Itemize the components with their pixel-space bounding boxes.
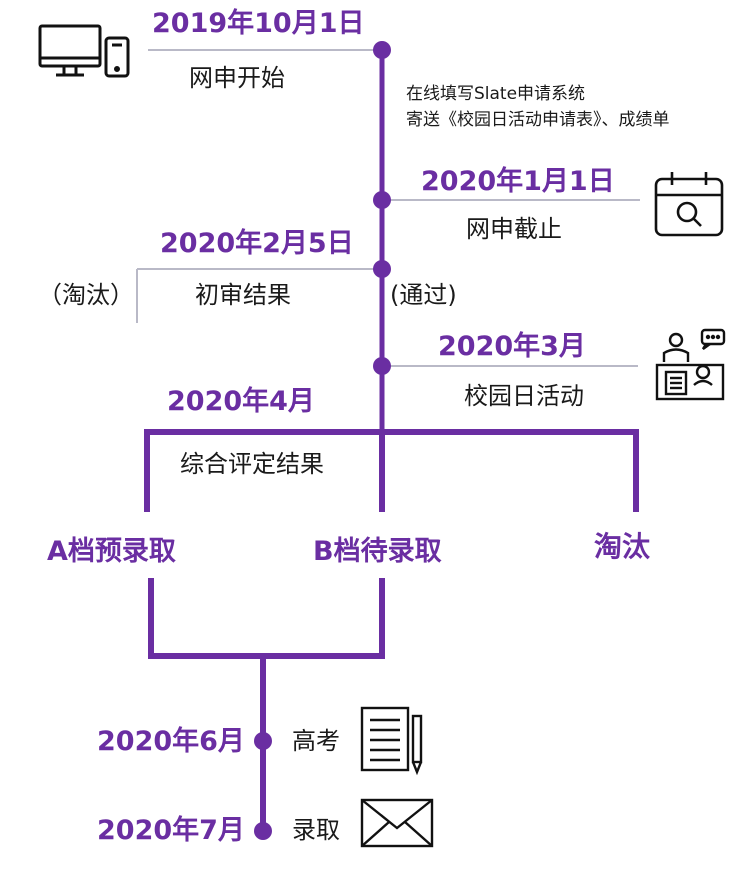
exam-label: 高考 xyxy=(292,727,340,755)
milestone-dot-exam xyxy=(254,732,272,750)
evaluation-label: 综合评定结果 xyxy=(180,450,324,478)
start-label: 网申开始 xyxy=(189,64,285,92)
milestone-dot-start xyxy=(373,41,391,59)
admission-date: 2020年7月 xyxy=(97,815,245,846)
computer-and-phone-icon xyxy=(38,24,130,78)
apply-note-line1: 在线填写Slate申请系统 xyxy=(406,84,586,104)
evaluation-date: 2020年4月 xyxy=(167,386,315,417)
deadline-date: 2020年1月1日 xyxy=(421,166,615,197)
milestone-dot-first-review xyxy=(373,260,391,278)
first-review-fail-label: （淘汰） xyxy=(38,281,134,309)
exam-paper-pen-icon xyxy=(360,706,423,776)
outcome-a-label: A档预录取 xyxy=(47,536,176,567)
first-review-date: 2020年2月5日 xyxy=(160,228,354,259)
outcome-c-label: 淘汰 xyxy=(594,530,651,563)
start-date: 2019年10月1日 xyxy=(152,8,365,39)
milestone-dot-deadline xyxy=(373,191,391,209)
exam-date: 2020年6月 xyxy=(97,726,245,757)
interview-icon xyxy=(655,328,726,401)
campus-day-label: 校园日活动 xyxy=(464,382,584,410)
apply-note-line2: 寄送《校园日活动申请表》、成绩单 xyxy=(406,110,670,130)
campus-day-date: 2020年3月 xyxy=(438,331,586,362)
milestone-dot-admission xyxy=(254,822,272,840)
first-review-pass-label: (通过) xyxy=(390,281,457,309)
milestone-dot-campus-day xyxy=(373,357,391,375)
admission-label: 录取 xyxy=(292,816,340,844)
calendar-search-icon xyxy=(654,172,724,237)
deadline-label: 网申截止 xyxy=(466,215,562,243)
first-review-label: 初审结果 xyxy=(195,281,291,309)
envelope-icon xyxy=(360,798,434,848)
outcome-b-label: B档待录取 xyxy=(313,536,442,567)
